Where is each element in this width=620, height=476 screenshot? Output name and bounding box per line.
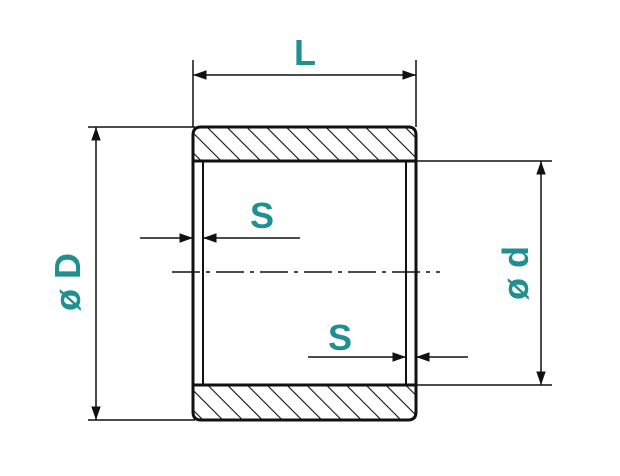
wall-thickness-label-bottom: S (328, 317, 352, 358)
length-dimension (192, 60, 417, 127)
outer-diameter-dimension (88, 126, 195, 421)
inner-diameter-label: ø d (495, 246, 536, 300)
outer-diameter-label: ø D (47, 253, 88, 311)
bore-outline (191, 160, 418, 386)
length-label: L (294, 32, 316, 73)
bottom-wall-section (191, 383, 418, 422)
wall-thickness-label-top: S (250, 195, 274, 236)
top-wall-section (191, 125, 418, 163)
inner-diameter-dimension (416, 160, 552, 386)
